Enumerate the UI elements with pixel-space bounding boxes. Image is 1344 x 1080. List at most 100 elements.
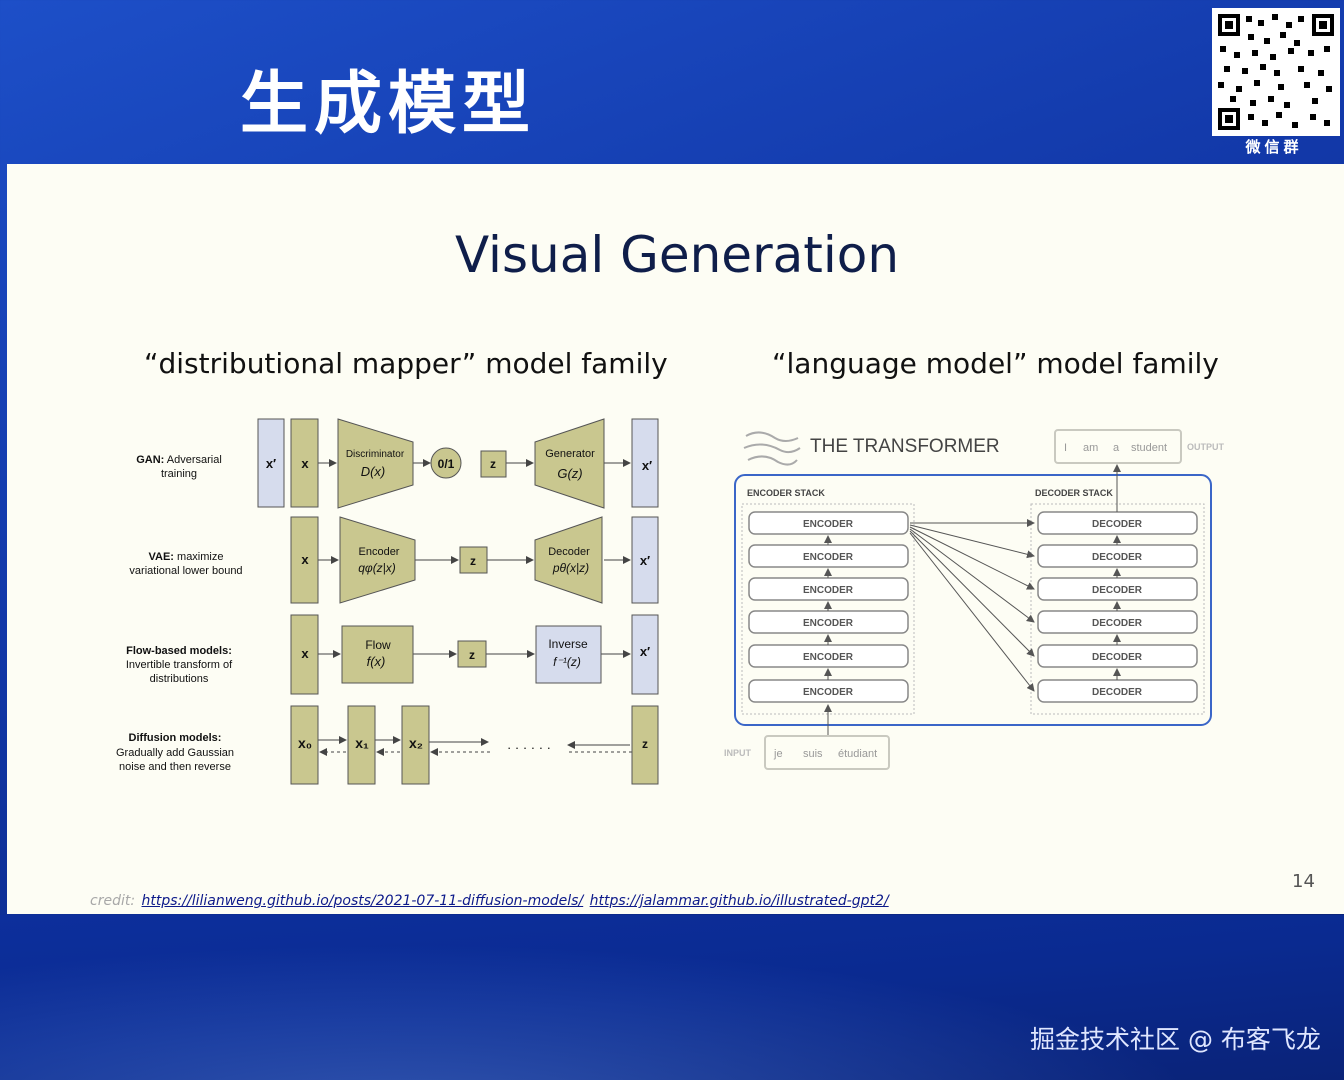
encoder-stack-label: ENCODER STACK <box>747 488 825 498</box>
qr-code <box>1212 8 1340 136</box>
watermark: 掘金技术社区 @ 布客飞龙 <box>1030 1025 1321 1054</box>
vae-x-text: x <box>301 552 309 567</box>
diffusion-x2-box <box>401 705 430 785</box>
credit-link-diffusion[interactable]: https://lilianweng.github.io/posts/2021-… <box>141 893 584 909</box>
flow-title: Flow <box>365 638 391 652</box>
dec-fn: pθ(x|z) <box>552 561 589 575</box>
vae-output-text: x′ <box>640 553 650 568</box>
encoder-block <box>748 511 909 535</box>
decoder-label: DECODER <box>1092 585 1143 596</box>
vae-label: VAE: maximize <box>149 551 224 563</box>
gen-fn: G(z) <box>557 466 582 481</box>
vae-z-box <box>459 546 488 574</box>
flow-block <box>341 625 414 684</box>
disc-fn: D(x) <box>361 464 386 479</box>
gan-out-text: 0/1 <box>438 457 455 471</box>
diffusion-x1-box <box>347 705 376 785</box>
gan-output-node <box>430 447 462 479</box>
decoder-label: DECODER <box>1092 652 1143 663</box>
inverse-block <box>535 625 602 684</box>
encoder-label: ENCODER <box>803 687 854 698</box>
input-token: étudiant <box>838 748 877 760</box>
inv-fn: f⁻¹(z) <box>553 655 581 669</box>
encoder-block <box>339 516 416 604</box>
output-token: I <box>1064 442 1067 454</box>
output-token: a <box>1113 442 1120 454</box>
gan-label-line2: training <box>161 468 197 480</box>
page-title: 生成模型 <box>240 65 537 144</box>
disc-title: Discriminator <box>346 449 405 460</box>
gen-title: Generator <box>545 448 595 460</box>
vae-label-line2: variational lower bound <box>129 565 242 577</box>
input-token: je <box>773 748 783 760</box>
gan-x-text: x <box>301 456 309 471</box>
decoder-label: DECODER <box>1092 687 1143 698</box>
enc-title: Encoder <box>359 546 400 558</box>
output-token: student <box>1131 442 1167 454</box>
flow-output-text: x′ <box>640 644 650 659</box>
right-subtitle: “language model” model family <box>772 347 1219 380</box>
encoder-label: ENCODER <box>803 552 854 563</box>
generator-block <box>534 418 605 509</box>
diffusion-z-text: z <box>642 737 648 751</box>
flow-label-line2: Invertible transform of <box>126 659 233 671</box>
credit-link-gpt2[interactable]: https://jalammar.github.io/illustrated-g… <box>589 893 889 909</box>
diffusion-x2-text: x₂ <box>409 735 423 751</box>
decoder-label: DECODER <box>1092 618 1143 629</box>
background-waves <box>0 915 1344 1080</box>
input-token: suis <box>803 748 823 760</box>
gan-output-text: x′ <box>642 458 652 473</box>
gan-z-text: z <box>490 457 496 471</box>
input-tokens-box <box>764 735 890 770</box>
diffusion-x0-box <box>290 705 319 785</box>
discriminator-block <box>337 418 414 509</box>
flow-label-line3: distributions <box>150 673 209 685</box>
output-token: am <box>1083 442 1098 454</box>
diffusion-dots: · · · · · · <box>507 740 551 755</box>
diffusion-x1-text: x₁ <box>355 735 369 751</box>
gan-x-box <box>290 418 319 508</box>
inv-title: Inverse <box>548 637 588 651</box>
encoder-label: ENCODER <box>803 652 854 663</box>
output-label: OUTPUT <box>1187 442 1225 452</box>
decoder-label: DECODER <box>1092 519 1143 530</box>
diffusion-label: Diffusion models: <box>129 732 222 744</box>
flow-output-x-box <box>631 614 659 695</box>
slide-title: Visual Generation <box>454 226 900 284</box>
gan-real-x-box <box>257 418 285 508</box>
flow-label: Flow-based models: <box>126 645 232 657</box>
gan-label: GAN: Adversarial <box>136 454 222 466</box>
diffusion-x0-text: x₀ <box>298 735 312 751</box>
flow-x-box <box>290 614 319 695</box>
flow-z-box <box>457 640 487 668</box>
transformer-title: THE TRANSFORMER <box>810 436 1000 457</box>
diffusion-label-line2: Gradually add Gaussian <box>116 747 234 759</box>
flow-fn: f(x) <box>367 654 386 669</box>
credit-label: credit: <box>90 893 136 909</box>
dec-title: Decoder <box>548 546 590 558</box>
left-subtitle: “distributional mapper” model family <box>144 347 668 380</box>
encoder-label: ENCODER <box>803 585 854 596</box>
decoder-stack <box>1030 503 1205 715</box>
input-label: INPUT <box>724 748 752 758</box>
decoder-label: DECODER <box>1092 552 1143 563</box>
vae-z-text: z <box>470 554 476 568</box>
diffusion-label-line3: noise and then reverse <box>119 761 231 773</box>
qr-label: 微信群 <box>1245 138 1303 156</box>
decoder-stack-label: DECODER STACK <box>1035 488 1113 498</box>
gan-z-box <box>480 450 507 478</box>
transformer-logo-icon <box>743 431 801 466</box>
encoder-label: ENCODER <box>803 618 854 629</box>
enc-fn: qφ(z|x) <box>358 561 396 575</box>
page-number: 14 <box>1292 871 1315 892</box>
flow-x-text: x <box>301 646 309 661</box>
credit-line: credit: https://lilianweng.github.io/pos… <box>90 893 889 909</box>
vae-x-box <box>290 516 319 604</box>
flow-z-text: z <box>469 648 475 662</box>
encoder-label: ENCODER <box>803 519 854 530</box>
output-tokens-box <box>1054 429 1182 464</box>
gan-real-x-text: x′ <box>266 456 276 471</box>
decoder-block <box>534 516 603 604</box>
